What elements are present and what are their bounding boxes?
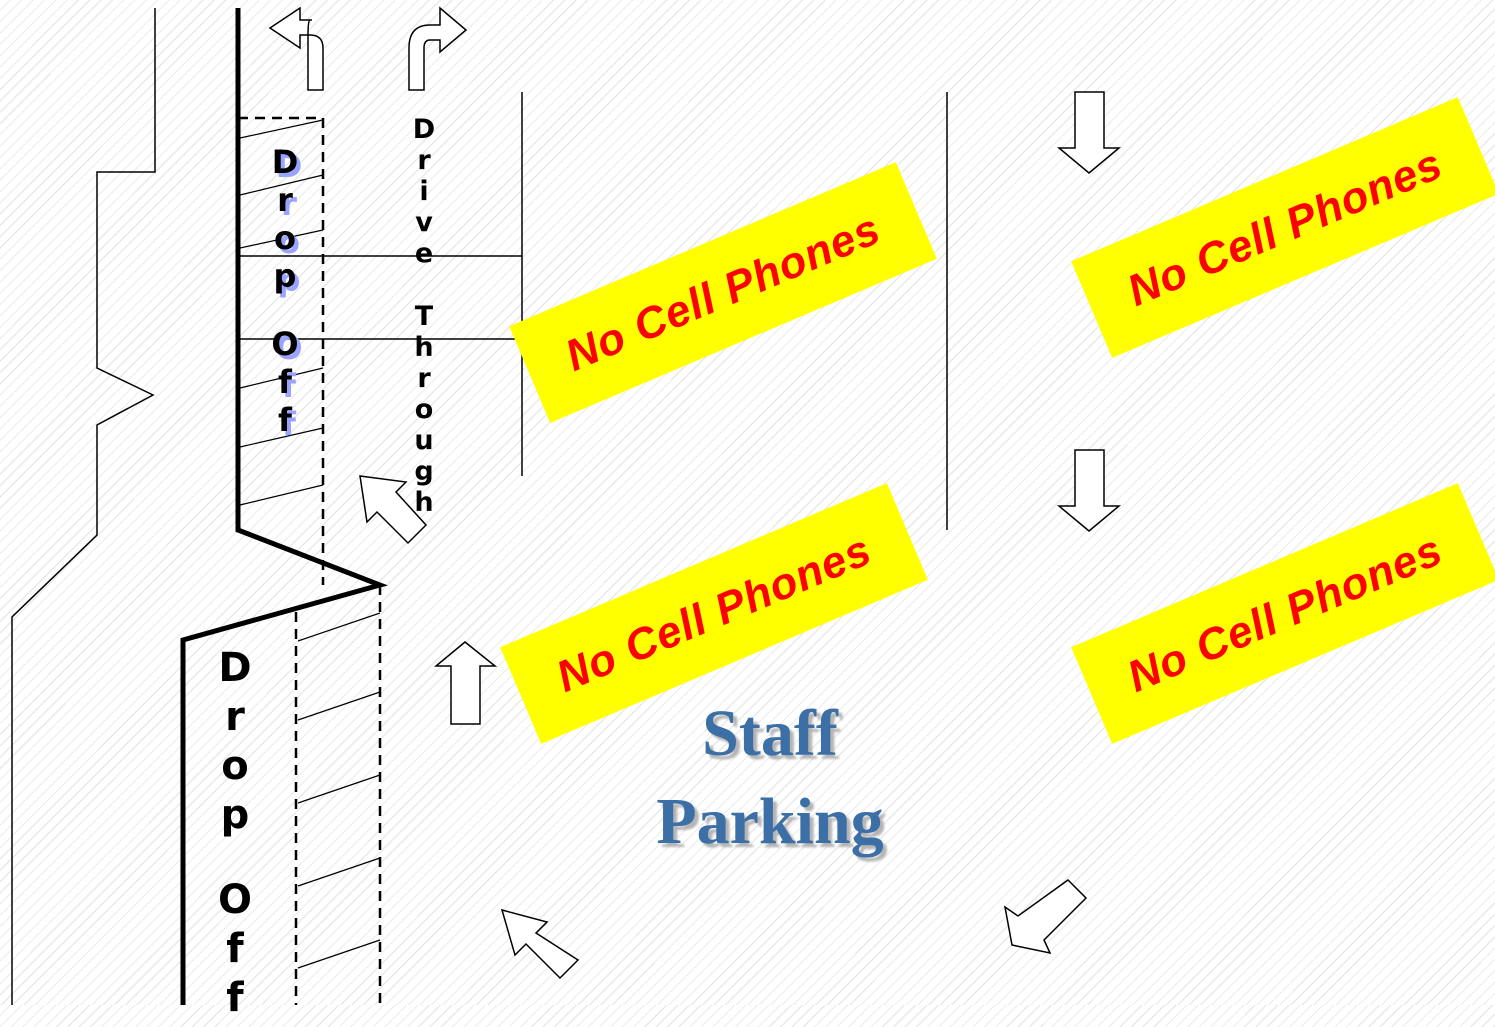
label-letter: r	[417, 363, 431, 394]
label-letter: h	[414, 487, 434, 518]
down-left-arrow-icon	[1003, 879, 1088, 955]
up-arrow-icon	[433, 641, 498, 725]
label-letter: O	[271, 325, 299, 363]
label-letter: r	[417, 145, 431, 176]
staff-parking-line1: Staff	[702, 697, 838, 770]
label-letter: r	[225, 694, 245, 740]
lower-drop-off-label: D r o p O f f	[210, 648, 260, 1027]
parking-lot-diagram	[11, 6, 1122, 1005]
label-letter: f	[226, 975, 244, 1021]
label-letter: e	[414, 238, 434, 269]
up-left-arrow-icon	[500, 908, 580, 980]
turn-right-arrow-icon	[408, 6, 468, 91]
label-letter: o	[414, 394, 434, 425]
label-letter: p	[220, 792, 250, 838]
label-letter: u	[414, 425, 434, 456]
label-letter: i	[419, 176, 429, 207]
down-arrow-icon	[1056, 91, 1122, 174]
staff-parking-label: Staff Parking	[560, 690, 980, 866]
lower-drop-off-stall-lines	[297, 612, 381, 969]
label-letter: f	[226, 926, 244, 972]
label-letter: T	[414, 301, 434, 332]
upper-drop-off-label: D r o p O f f	[265, 146, 305, 442]
staff-parking-line2: Parking	[656, 785, 884, 858]
label-letter: r	[277, 181, 293, 219]
label-letter: D	[412, 114, 436, 145]
label-letter: h	[414, 332, 434, 363]
down-arrow-icon	[1056, 449, 1122, 532]
label-letter: p	[273, 257, 297, 295]
up-left-arrow-icon	[359, 475, 428, 545]
label-letter: v	[415, 207, 433, 238]
label-letter: f	[278, 363, 292, 401]
label-letter: D	[218, 645, 252, 691]
label-letter: f	[278, 401, 292, 439]
label-letter: o	[221, 743, 249, 789]
label-letter: o	[274, 219, 296, 257]
label-letter: g	[414, 456, 434, 487]
drive-through-label: D r i v e T h r o u g h	[406, 116, 442, 520]
turn-left-arrow-icon	[268, 6, 324, 91]
label-letter: D	[271, 143, 299, 181]
building-outline	[11, 8, 156, 1005]
upper-drop-off-lane-border	[238, 116, 325, 585]
upper-drop-off-stall-lines	[239, 119, 324, 506]
label-letter: O	[217, 877, 252, 923]
crosswalk-lines	[238, 255, 522, 340]
